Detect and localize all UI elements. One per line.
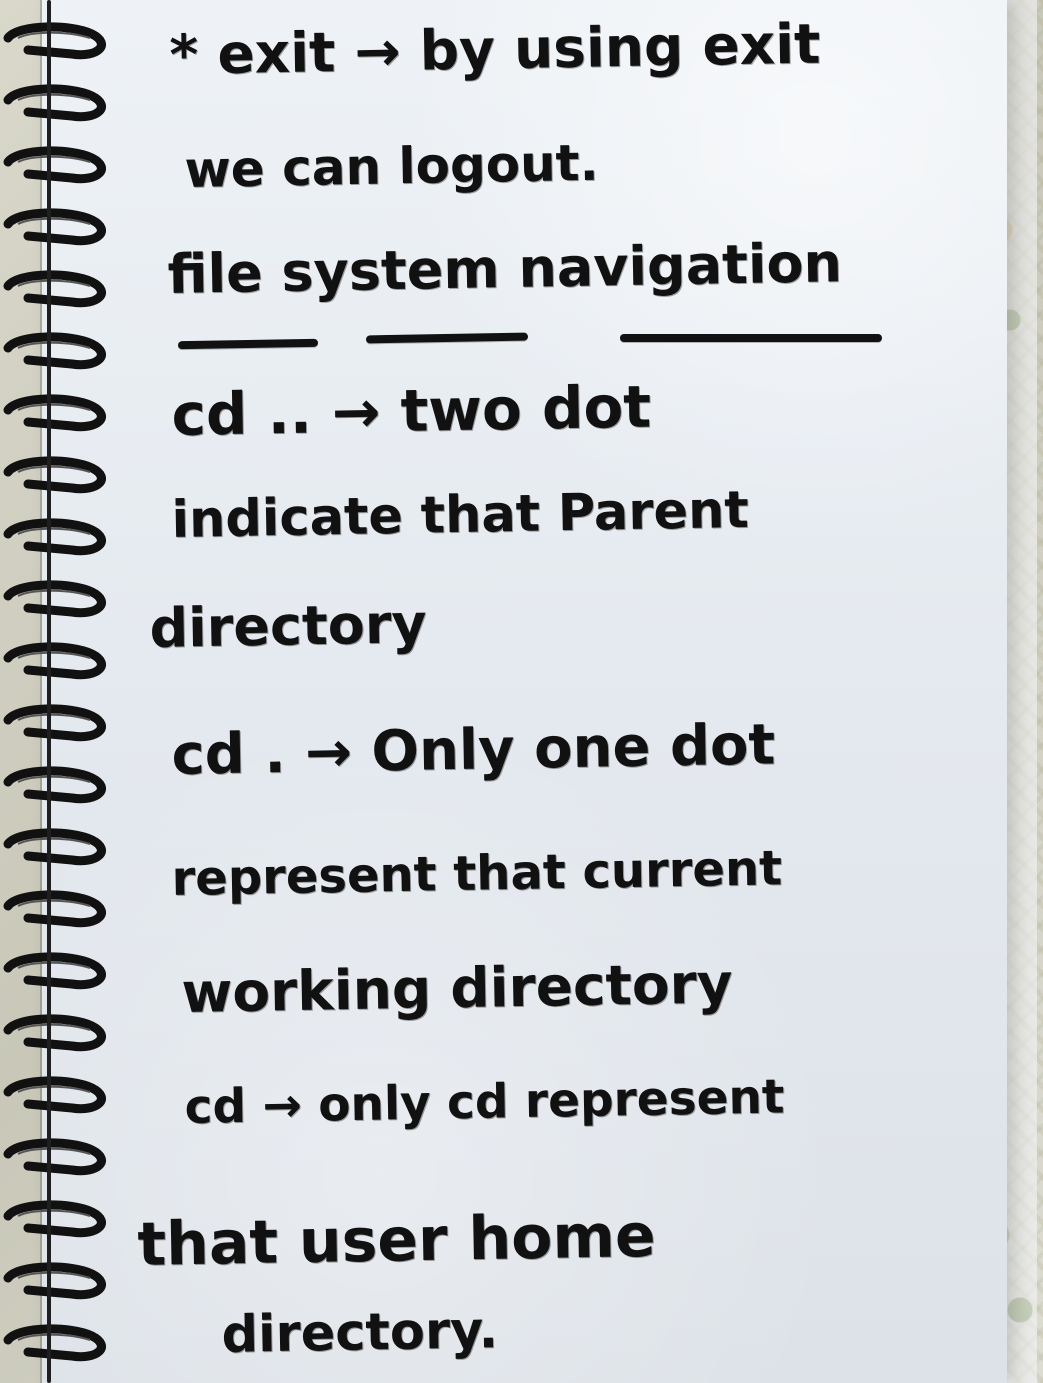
spiral-ring	[0, 1322, 126, 1364]
note-line-12: directory.	[221, 1301, 499, 1365]
spiral-ring	[0, 1260, 126, 1302]
spiral-ring	[0, 206, 126, 248]
notebook-page	[42, 0, 1007, 1383]
note-line-2: we can logout.	[184, 133, 600, 199]
note-line-8: represent that current	[171, 840, 783, 907]
spiral-ring	[0, 82, 126, 124]
note-line-9: working directory	[180, 951, 734, 1025]
spiral-ring	[0, 454, 126, 496]
spiral-wire	[47, 0, 51, 1383]
spiral-ring	[0, 640, 126, 682]
note-line-1: * exit → by using exit	[168, 11, 821, 87]
spiral-ring	[0, 1074, 126, 1116]
spiral-ring	[0, 764, 126, 806]
spiral-ring	[0, 950, 126, 992]
note-line-7: cd . → Only one dot	[170, 712, 776, 788]
spiral-ring	[0, 20, 126, 62]
spiral-ring	[0, 578, 126, 620]
spiral-ring	[0, 1198, 126, 1240]
spiral-ring	[0, 826, 126, 868]
spiral-binding	[0, 0, 150, 1383]
spiral-ring	[0, 268, 126, 310]
spiral-ring	[0, 1136, 126, 1178]
note-line-6: directory	[148, 592, 428, 660]
spiral-ring	[0, 392, 126, 434]
section-title-file-system-navigation: file system navigation	[166, 231, 843, 306]
spiral-ring	[0, 888, 126, 930]
note-line-10: cd → only cd represent	[184, 1069, 785, 1135]
underline-navigation	[620, 334, 882, 342]
spiral-ring	[0, 144, 126, 186]
spiral-ring	[0, 1012, 126, 1054]
note-line-5: indicate that Parent	[171, 480, 750, 550]
spiral-ring	[0, 330, 126, 372]
spiral-ring	[0, 516, 126, 558]
note-line-11: that user home	[136, 1200, 657, 1280]
spiral-ring	[0, 702, 126, 744]
note-line-4: cd .. → two dot	[170, 372, 652, 449]
